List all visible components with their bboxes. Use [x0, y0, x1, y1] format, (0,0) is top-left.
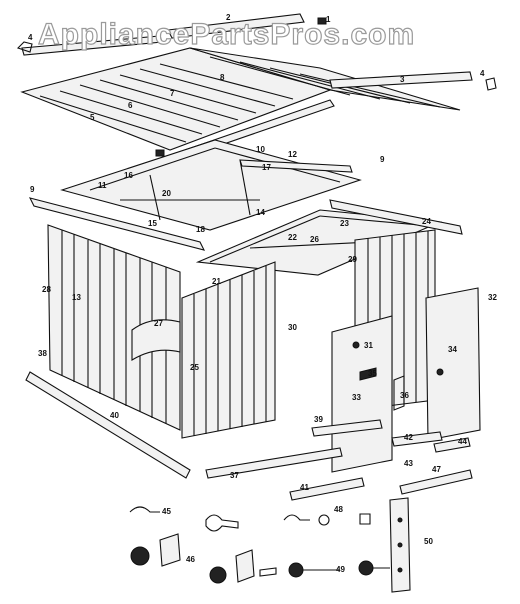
label-5: 5 — [90, 113, 95, 122]
label-4b: 4 — [480, 69, 485, 78]
label-31: 31 — [364, 341, 373, 350]
label-16: 16 — [124, 171, 133, 180]
label-12: 12 — [288, 150, 297, 159]
label-17: 17 — [262, 163, 271, 172]
part-labels: 1 2 3 4 4 5 6 7 8 9 9 10 11 12 13 14 15 … — [28, 13, 497, 574]
front-gable — [195, 199, 463, 276]
label-48: 48 — [334, 505, 343, 514]
label-45: 45 — [162, 507, 171, 516]
label-41: 41 — [300, 483, 309, 492]
label-50: 50 — [424, 537, 433, 546]
label-23: 23 — [340, 219, 349, 228]
label-22: 22 — [288, 233, 297, 242]
label-47: 47 — [432, 465, 441, 474]
label-39: 39 — [314, 415, 323, 424]
doors — [331, 287, 481, 473]
label-21: 21 — [212, 277, 221, 286]
label-9a: 9 — [380, 155, 385, 164]
label-40: 40 — [110, 411, 119, 420]
label-28: 28 — [42, 285, 51, 294]
label-24: 24 — [422, 217, 431, 226]
label-18: 18 — [196, 225, 205, 234]
label-35: 35 — [368, 369, 377, 378]
label-6: 6 — [128, 101, 133, 110]
label-33: 33 — [352, 393, 361, 402]
label-49: 49 — [336, 565, 345, 574]
hardware — [129, 497, 411, 593]
label-25: 25 — [190, 363, 199, 372]
label-38: 38 — [38, 349, 47, 358]
base-rails — [25, 371, 473, 501]
left-wall — [47, 224, 181, 431]
label-11: 11 — [98, 181, 107, 190]
label-14: 14 — [256, 208, 265, 217]
rear-gable — [28, 139, 362, 251]
label-15: 15 — [148, 219, 157, 228]
label-32: 32 — [488, 293, 497, 302]
label-2: 2 — [226, 13, 231, 22]
label-36: 36 — [400, 391, 409, 400]
label-26: 26 — [310, 235, 319, 244]
label-46: 46 — [186, 555, 195, 564]
label-27: 27 — [154, 319, 163, 328]
front-wall-left — [181, 261, 276, 439]
label-13: 13 — [72, 293, 81, 302]
label-10: 10 — [256, 145, 265, 154]
label-43: 43 — [404, 459, 413, 468]
label-44: 44 — [458, 437, 467, 446]
label-42: 42 — [404, 433, 413, 442]
label-20: 20 — [162, 189, 171, 198]
label-9b: 9 — [30, 185, 35, 194]
label-1: 1 — [326, 15, 331, 24]
watermark: AppliancePartsPros.com — [37, 17, 416, 51]
label-3: 3 — [400, 75, 405, 84]
label-7: 7 — [170, 89, 175, 98]
label-8: 8 — [220, 73, 225, 82]
label-30: 30 — [288, 323, 297, 332]
label-4a: 4 — [28, 33, 33, 42]
label-37: 37 — [230, 471, 239, 480]
label-34: 34 — [448, 345, 457, 354]
label-29: 29 — [348, 255, 357, 264]
